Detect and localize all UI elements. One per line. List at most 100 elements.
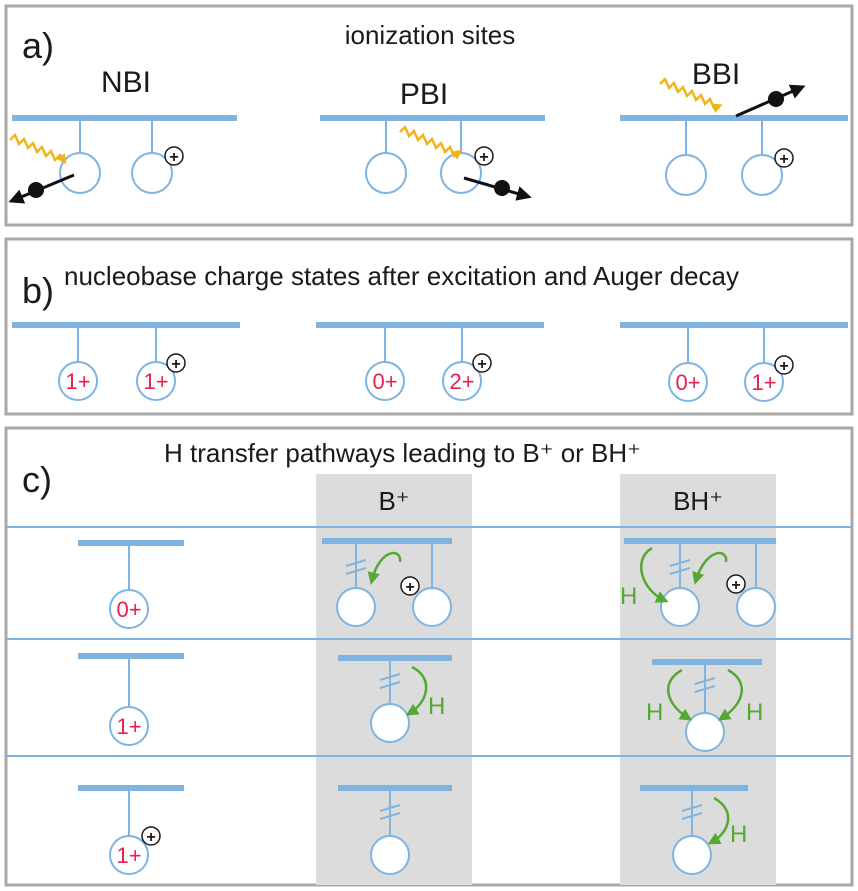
photoelectron-icon xyxy=(768,91,784,107)
panel-c: c) H transfer pathways leading to B⁺ or … xyxy=(4,426,854,887)
positive-charge-icon xyxy=(474,146,494,166)
nucleobase xyxy=(131,152,173,194)
positive-charge-icon xyxy=(774,148,794,168)
broken-bond-icon xyxy=(694,677,716,685)
panel-b-letter: b) xyxy=(22,270,54,311)
broken-bond-icon xyxy=(694,685,716,693)
positive-charge-icon xyxy=(400,576,420,596)
nucleobase xyxy=(412,587,452,627)
nucleobase xyxy=(668,362,708,402)
charge-label: 1+ xyxy=(143,369,168,394)
h-atom-label: H xyxy=(730,821,747,848)
nucleobase xyxy=(672,835,712,875)
nucleobase xyxy=(660,587,700,627)
pathway-row-1: 0+ + + H xyxy=(78,538,776,629)
broken-bond-icon xyxy=(379,673,401,681)
nucleobase xyxy=(109,835,149,875)
nucleobase xyxy=(741,154,783,196)
positive-charge-symbol: + xyxy=(405,579,414,596)
nucleobase xyxy=(58,361,98,401)
photoelectron-track xyxy=(8,173,75,204)
nucleobase xyxy=(336,587,376,627)
bh-plus-column-shade xyxy=(620,474,776,885)
nucleobase xyxy=(365,152,407,194)
bbi-charge-state: 0+ 1+ + xyxy=(620,322,848,402)
pbi-charge-state: 0+ 2+ + xyxy=(316,322,544,401)
charge-label: 1+ xyxy=(116,843,141,868)
broken-bond-icon xyxy=(669,559,691,567)
xray-photon-icon xyxy=(659,76,723,113)
panel-b-heading: nucleobase charge states after excitatio… xyxy=(64,261,739,291)
xray-photon-icon xyxy=(9,132,67,165)
h-transfer-arrow xyxy=(405,665,428,716)
h-transfer-arrow xyxy=(707,796,730,845)
charge-label: 1+ xyxy=(65,369,90,394)
h-transfer-arrow xyxy=(692,551,728,585)
nucleobase xyxy=(365,361,405,401)
h-transfer-arrow xyxy=(367,551,402,585)
panel-a-heading: ionization sites xyxy=(345,20,516,50)
pathway-row-2: 1+ H H H xyxy=(78,653,763,752)
bbi-molecule: + xyxy=(620,76,848,196)
nucleobase xyxy=(665,154,707,196)
positive-charge-icon xyxy=(726,574,746,594)
positive-charge-symbol: + xyxy=(779,151,788,168)
photoelectron-icon xyxy=(494,180,510,196)
nucleobase xyxy=(109,706,149,746)
h-transfer-arrow xyxy=(717,668,744,721)
broken-bond-icon xyxy=(669,567,691,575)
nucleobase xyxy=(685,712,725,752)
xray-photon-icon xyxy=(399,124,463,160)
nucleobase xyxy=(59,152,101,194)
nucleobase xyxy=(370,835,410,875)
positive-charge-icon xyxy=(472,353,492,373)
positive-charge-symbol: + xyxy=(171,356,180,373)
positive-charge-symbol: + xyxy=(477,356,486,373)
nucleobase xyxy=(744,362,784,402)
h-atom-label: H xyxy=(428,693,445,720)
positive-charge-icon xyxy=(141,826,161,846)
broken-bond-icon xyxy=(345,567,367,575)
panel-a-letter: a) xyxy=(22,25,54,66)
h-atom-label: H xyxy=(746,699,763,726)
nucleobase xyxy=(736,587,776,627)
charge-label: 1+ xyxy=(116,714,141,739)
nucleobase xyxy=(370,703,410,743)
broken-bond-icon xyxy=(345,559,367,567)
nucleobase xyxy=(136,361,176,401)
h-atom-label: H xyxy=(620,583,637,610)
positive-charge-symbol: + xyxy=(146,829,155,846)
panel-c-letter: c) xyxy=(22,459,52,500)
h-atom-label: H xyxy=(646,699,663,726)
site-label-nbi: NBI xyxy=(101,66,151,99)
pathway-row-3: 1+ + H xyxy=(78,785,748,875)
charge-label: 0+ xyxy=(372,369,397,394)
b-plus-column-shade xyxy=(316,474,472,885)
h-transfer-arrow xyxy=(666,668,693,721)
pbi-molecule: + xyxy=(320,115,545,201)
positive-charge-symbol: + xyxy=(731,577,740,594)
site-label-bbi: BBI xyxy=(692,58,740,91)
site-label-pbi: PBI xyxy=(400,78,448,111)
photoelectron-track xyxy=(735,84,806,118)
column-label-b-plus: B⁺ xyxy=(378,486,409,516)
broken-bond-icon xyxy=(681,804,703,812)
broken-bond-icon xyxy=(379,681,401,689)
charge-label: 1+ xyxy=(751,370,776,395)
charge-label: 0+ xyxy=(675,370,700,395)
positive-charge-icon xyxy=(166,353,186,373)
nucleobase xyxy=(109,589,149,629)
nbi-molecule: + xyxy=(8,115,237,204)
nucleobase xyxy=(442,361,482,401)
broken-bond-icon xyxy=(681,812,703,820)
panel-a: a) ionization sites NBI PBI BBI + + xyxy=(4,4,854,227)
nbi-charge-state: 1+ 1+ + xyxy=(12,322,240,401)
broken-bond-icon xyxy=(379,812,401,820)
h-transfer-arrow xyxy=(640,546,669,603)
broken-bond-icon xyxy=(379,804,401,812)
column-label-bh-plus: BH⁺ xyxy=(673,486,723,516)
positive-charge-symbol: + xyxy=(169,149,178,166)
positive-charge-icon xyxy=(164,146,184,166)
positive-charge-icon xyxy=(774,355,794,375)
